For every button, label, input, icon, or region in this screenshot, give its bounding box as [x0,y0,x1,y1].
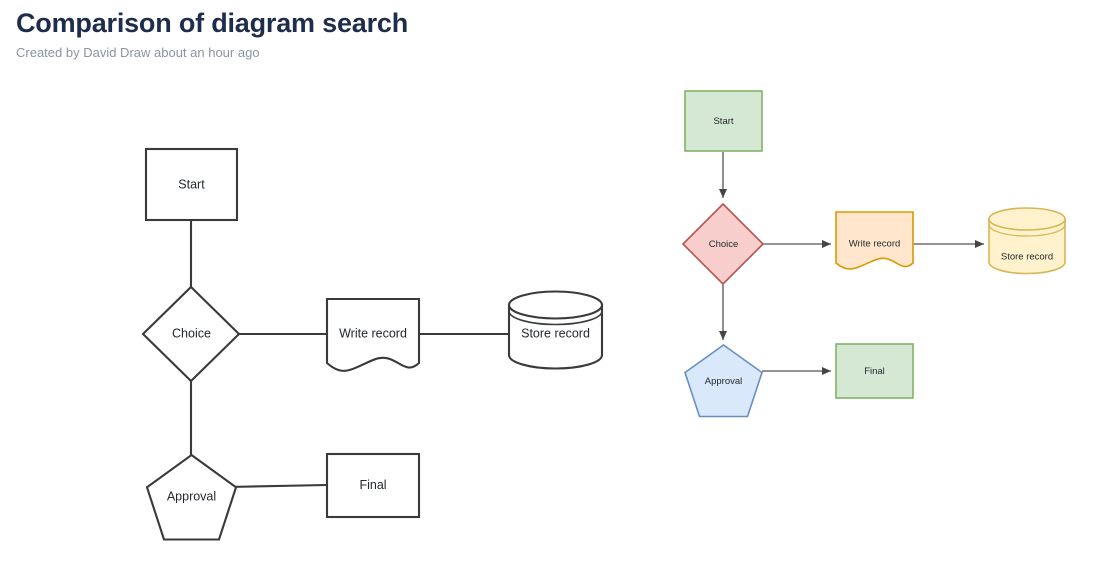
node-choice-colored-label: Choice [709,239,739,250]
node-final-label: Final [359,478,386,492]
node-choice-label: Choice [172,326,211,340]
node-store-record-shape[interactable] [507,303,604,370]
plain-flowchart[interactable]: Start Choice Write record Store record [141,147,604,541]
node-store-record-colored[interactable]: Store record [988,207,1066,275]
node-write-record[interactable]: Write record [325,297,421,372]
node-final[interactable]: Final [325,452,421,519]
node-store-record-colored-shape[interactable] [988,218,1066,275]
node-final-shape[interactable] [325,452,421,519]
node-approval-colored-label: Approval [705,376,743,387]
node-approval-colored[interactable]: Approval [684,344,763,418]
node-start-colored-label: Start [713,116,733,127]
node-final-colored-label: Final [864,366,885,377]
node-start-shape[interactable] [144,147,239,222]
page-header: Comparison of diagram search Created by … [16,6,716,62]
node-approval-label: Approval [167,489,216,503]
node-write-record-colored-label: Write record [849,239,901,250]
node-start-label: Start [178,177,205,191]
colored-flowchart[interactable]: Start Choice Write record Store record [681,90,1066,418]
node-write-record-shape[interactable] [325,297,421,372]
node-write-record-colored-shape[interactable] [835,211,914,270]
node-store-record-inner-arc [508,310,603,326]
page-subtitle: Created by David Draw about an hour ago [16,45,260,60]
node-start-colored[interactable]: Start [684,90,763,152]
node-choice-shape[interactable] [141,285,241,383]
node-choice[interactable]: Choice [141,285,241,383]
node-store-record-label: Store record [521,326,590,340]
node-approval-shape[interactable] [145,453,238,541]
node-approval[interactable]: Approval [145,453,238,541]
node-store-record[interactable]: Store record [507,290,604,370]
colored-edges [719,152,984,375]
node-approval-colored-shape[interactable] [684,344,763,418]
edge-approval-to-final[interactable] [227,483,328,489]
node-store-record-colored-top-ellipse [988,207,1066,231]
node-write-record-colored[interactable]: Write record [835,211,914,270]
node-choice-colored[interactable]: Choice [681,202,765,286]
node-final-colored[interactable]: Final [835,343,914,399]
plain-edges [189,220,509,489]
node-start[interactable]: Start [144,147,239,222]
node-start-colored-shape[interactable] [684,90,763,152]
node-final-colored-shape[interactable] [835,343,914,399]
node-store-record-colored-label: Store record [1001,252,1053,263]
node-write-record-label: Write record [339,326,407,340]
page-title: Comparison of diagram search [16,8,409,38]
node-store-record-top-ellipse [507,290,604,320]
node-choice-colored-shape[interactable] [681,202,765,286]
node-store-record-colored-inner-arc [988,224,1066,237]
